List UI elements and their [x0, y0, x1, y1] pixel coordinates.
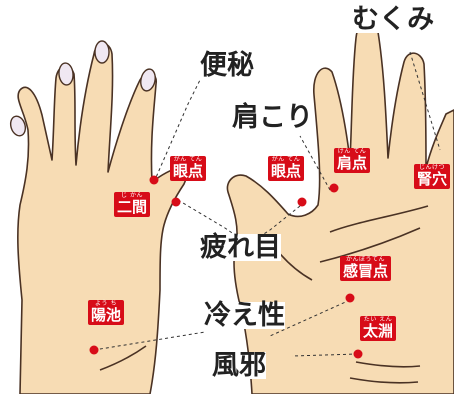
point-kenten-name: 肩点	[337, 154, 368, 172]
point-yochi-name: 陽池	[91, 306, 122, 324]
point-nikan-name: 二間	[117, 198, 148, 216]
marker-taien	[353, 349, 363, 359]
point-jinketsu-name: 腎穴	[417, 170, 448, 188]
point-taien-reading: たい えん	[363, 316, 393, 323]
marker-ganten-right	[297, 197, 307, 207]
point-yochi-reading: よう ち	[95, 300, 117, 307]
point-ganten-right-reading: がん てん	[271, 156, 301, 163]
acupoint-markers	[89, 175, 363, 359]
left-hand-nails	[9, 40, 186, 180]
point-nikan: じ かん 二間	[114, 192, 151, 217]
point-kanboten: かんぼうてん 感冒点	[340, 256, 392, 281]
point-ganten-right: がん てん 眼点	[268, 156, 305, 181]
point-taien-name: 太淵	[363, 322, 394, 340]
marker-kanboten	[345, 293, 355, 303]
point-jinketsu-reading: じんけつ	[419, 164, 446, 171]
point-taien: たい えん 太淵	[360, 316, 397, 341]
point-jinketsu: じんけつ 腎穴	[414, 164, 451, 189]
point-kenten: けん てん 肩点	[334, 148, 371, 173]
label-swelling: むくみ	[352, 4, 435, 35]
marker-ganten-left	[171, 197, 181, 207]
point-ganten-right-name: 眼点	[271, 162, 302, 180]
marker-kenten	[329, 183, 339, 193]
point-yochi: よう ち 陽池	[88, 300, 125, 325]
marker-nikan	[149, 175, 159, 185]
point-kanboten-reading: かんぼうてん	[346, 256, 386, 263]
right-hand-palm	[226, 20, 454, 394]
leader-lines	[93, 51, 441, 357]
point-kenten-reading: けん てん	[337, 148, 367, 155]
label-eye-strain: 疲れ目	[200, 232, 281, 263]
label-stiff-shoulders: 肩こり	[232, 102, 313, 133]
point-ganten-left-name: 眼点	[173, 162, 204, 180]
label-cold-sensitivity: 冷え性	[204, 300, 285, 331]
point-ganten-left-reading: がん てん	[173, 156, 203, 163]
left-hand-back	[17, 42, 187, 394]
point-ganten-left: がん てん 眼点	[170, 156, 207, 181]
label-constipation: 便秘	[200, 50, 254, 81]
label-common-cold: 風邪	[212, 350, 266, 381]
marker-yochi	[89, 345, 99, 355]
point-nikan-reading: じ かん	[121, 192, 143, 199]
point-kanboten-name: 感冒点	[343, 262, 389, 280]
